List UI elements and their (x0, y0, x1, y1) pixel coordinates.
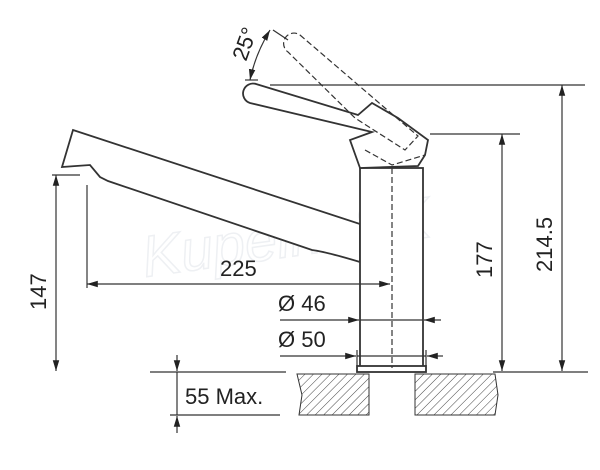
countertop (150, 371, 588, 416)
dimension-body-height: 177 (430, 133, 520, 371)
dimension-spout-height: 147 (26, 174, 80, 371)
dimension-lever-angle: 25° (227, 24, 289, 81)
dimension-total-height: 214.5 (270, 84, 585, 371)
spout-reach-label: 225 (220, 256, 257, 281)
counter-thickness-label: 55 Max. (185, 384, 263, 409)
dimension-counter-thickness: 55 Max. (173, 355, 263, 433)
lever-handle (242, 32, 429, 169)
body-diameter-label: Ø 46 (278, 291, 326, 316)
base-diameter-label: Ø 50 (278, 327, 326, 352)
body-height-label: 177 (472, 241, 497, 278)
faucet-body (356, 150, 427, 373)
dimension-base-diameter: Ø 50 (278, 327, 443, 366)
spout-height-label: 147 (26, 273, 51, 310)
dimension-spout-reach: 225 (86, 185, 390, 288)
dimension-body-diameter: Ø 46 (278, 291, 441, 324)
total-height-label: 214.5 (532, 217, 557, 272)
